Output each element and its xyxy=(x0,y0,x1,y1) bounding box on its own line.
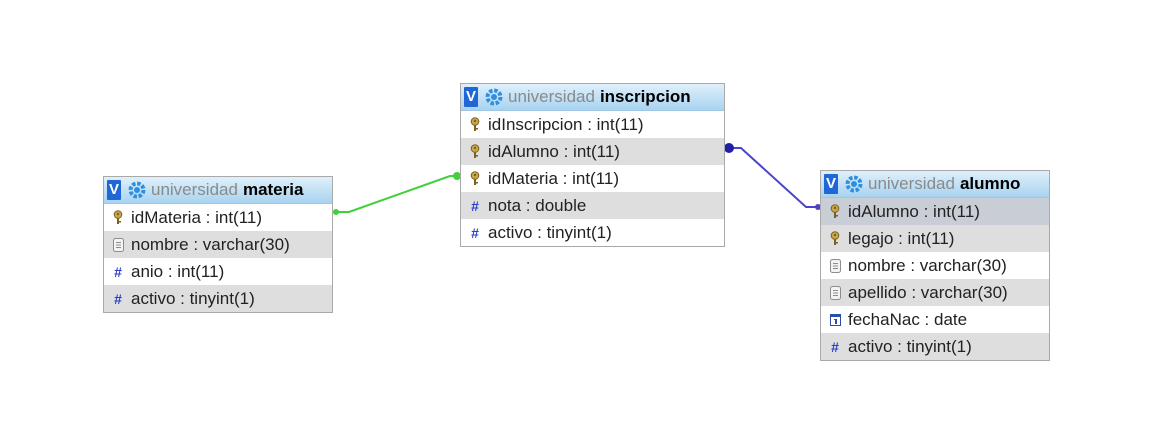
table-header[interactable]: V universidad alumno xyxy=(821,171,1049,198)
gear-icon[interactable] xyxy=(127,180,147,200)
numeric-icon: # xyxy=(114,290,122,307)
column-row[interactable]: idMateria : int(11) xyxy=(104,204,332,231)
key-icon xyxy=(469,144,481,160)
column-row[interactable]: idMateria : int(11) xyxy=(461,165,724,192)
gear-icon[interactable] xyxy=(844,174,864,194)
column-row[interactable]: legajo : int(11) xyxy=(821,225,1049,252)
text-field-icon xyxy=(112,237,124,253)
column-label: idMateria : int(11) xyxy=(131,207,263,227)
key-icon xyxy=(829,204,841,220)
column-label: idAlumno : int(11) xyxy=(848,201,980,221)
numeric-icon: # xyxy=(471,224,479,241)
text-field-icon xyxy=(829,258,841,274)
numeric-icon: # xyxy=(831,338,839,355)
column-row[interactable]: idAlumno : int(11) xyxy=(821,198,1049,225)
table-inscripcion[interactable]: V universidad inscripcion idInscripcion … xyxy=(460,83,725,247)
column-row[interactable]: idAlumno : int(11) xyxy=(461,138,724,165)
numeric-icon: # xyxy=(471,197,479,214)
table-materia[interactable]: V universidad materia idMateria : int(11… xyxy=(103,176,333,313)
column-row[interactable]: # anio : int(11) xyxy=(104,258,332,285)
column-row[interactable]: fechaNac : date xyxy=(821,306,1049,333)
table-header[interactable]: V universidad inscripcion xyxy=(461,84,724,111)
table-name: alumno xyxy=(959,174,1021,193)
column-label: idInscripcion : int(11) xyxy=(488,114,644,134)
column-row[interactable]: apellido : varchar(30) xyxy=(821,279,1049,306)
column-row[interactable]: # nota : double xyxy=(461,192,724,219)
key-icon xyxy=(112,210,124,226)
column-row[interactable]: # activo : tinyint(1) xyxy=(461,219,724,246)
table-header[interactable]: V universidad materia xyxy=(104,177,332,204)
relation-endpoint-dot xyxy=(815,204,821,210)
relation-endpoint-dot xyxy=(453,172,461,180)
date-icon xyxy=(829,312,841,328)
view-toggle-icon[interactable]: V xyxy=(107,180,121,200)
column-row[interactable]: nombre : varchar(30) xyxy=(821,252,1049,279)
column-label: fechaNac : date xyxy=(848,309,968,329)
view-toggle-icon[interactable]: V xyxy=(464,87,478,107)
column-label: activo : tinyint(1) xyxy=(131,288,255,308)
column-row[interactable]: # activo : tinyint(1) xyxy=(821,333,1049,360)
column-label: legajo : int(11) xyxy=(848,228,955,248)
relation-materia-inscripcion[interactable] xyxy=(333,172,461,215)
key-icon xyxy=(469,171,481,187)
table-alumno[interactable]: V universidad alumno idAlumno : int(11) … xyxy=(820,170,1050,361)
column-label: idMateria : int(11) xyxy=(488,168,620,188)
column-row[interactable]: nombre : varchar(30) xyxy=(104,231,332,258)
text-field-icon xyxy=(829,285,841,301)
column-label: nombre : varchar(30) xyxy=(131,234,290,254)
table-name: inscripcion xyxy=(599,87,691,106)
column-label: activo : tinyint(1) xyxy=(848,336,972,356)
column-row[interactable]: idInscripcion : int(11) xyxy=(461,111,724,138)
column-row[interactable]: # activo : tinyint(1) xyxy=(104,285,332,312)
column-label: anio : int(11) xyxy=(131,261,225,281)
relation-endpoint-dot xyxy=(333,209,339,215)
database-name: universidad xyxy=(508,87,595,106)
database-name: universidad xyxy=(868,174,955,193)
relation-inscripcion-alumno[interactable] xyxy=(724,143,821,210)
key-icon xyxy=(469,117,481,133)
column-label: nombre : varchar(30) xyxy=(848,255,1007,275)
view-toggle-icon[interactable]: V xyxy=(824,174,838,194)
numeric-icon: # xyxy=(114,263,122,280)
key-icon xyxy=(829,231,841,247)
relation-endpoint-dot xyxy=(724,143,734,153)
database-name: universidad xyxy=(151,180,238,199)
gear-icon[interactable] xyxy=(484,87,504,107)
column-label: apellido : varchar(30) xyxy=(848,282,1008,302)
column-label: activo : tinyint(1) xyxy=(488,222,612,242)
column-label: idAlumno : int(11) xyxy=(488,141,620,161)
table-name: materia xyxy=(242,180,304,199)
column-label: nota : double xyxy=(488,195,587,215)
